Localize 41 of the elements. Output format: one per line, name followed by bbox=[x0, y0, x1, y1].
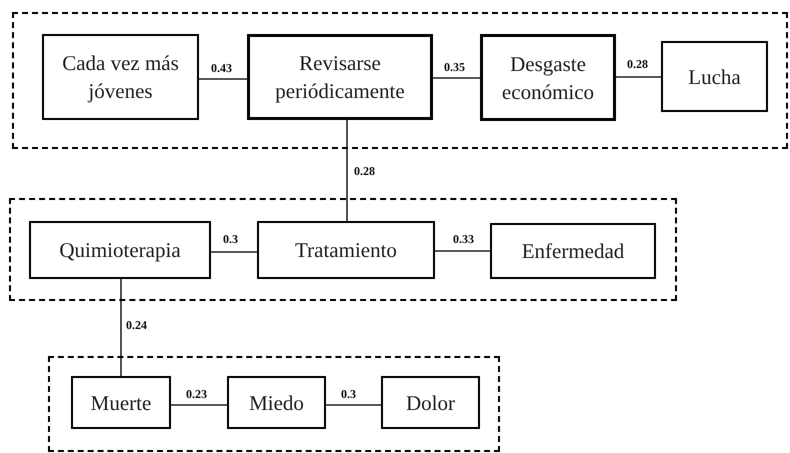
concept-label: Muerte bbox=[90, 390, 152, 416]
concept-label: Cada vez más jóvenes bbox=[61, 50, 180, 105]
concept-label: Miedo bbox=[249, 390, 304, 416]
concept-box bbox=[480, 34, 616, 121]
edge-label: 0.35 bbox=[443, 60, 466, 74]
concept-box bbox=[490, 223, 656, 279]
concept-box bbox=[29, 221, 211, 279]
concept-label: Revisarse periódicamente bbox=[274, 50, 406, 105]
connector-line bbox=[616, 76, 661, 78]
edge-label: 0.28 bbox=[626, 57, 649, 71]
concept-label: Dolor bbox=[406, 390, 455, 416]
concept-label: Desgaste económico bbox=[500, 50, 596, 106]
edge-label: 0.43 bbox=[210, 61, 233, 75]
edge-label: 0.24 bbox=[125, 318, 148, 332]
concept-box bbox=[42, 34, 199, 120]
concept-box bbox=[661, 41, 768, 112]
dashed-group-box bbox=[9, 198, 677, 301]
concept-label: Tratamiento bbox=[295, 237, 397, 264]
concept-box bbox=[381, 376, 480, 429]
concept-label: Quimioterapia bbox=[59, 237, 181, 264]
edge-label: 0.28 bbox=[353, 164, 376, 178]
concept-box bbox=[257, 221, 435, 279]
edge-label: 0.23 bbox=[185, 387, 208, 401]
dashed-group-box bbox=[48, 356, 500, 452]
connector-line bbox=[326, 404, 381, 406]
concept-box bbox=[247, 34, 433, 120]
connector-line bbox=[435, 250, 490, 252]
dashed-group-box bbox=[12, 12, 788, 149]
edge-label: 0.3 bbox=[340, 387, 357, 401]
edge-label: 0.33 bbox=[452, 232, 475, 246]
concept-label: Lucha bbox=[688, 64, 741, 90]
connector-line bbox=[346, 120, 348, 221]
connector-line bbox=[199, 78, 247, 80]
connector-line bbox=[120, 279, 122, 376]
connector-line bbox=[211, 251, 257, 253]
concept-label: Enfermedad bbox=[522, 238, 624, 265]
edge-label: 0.3 bbox=[222, 232, 239, 246]
connector-line bbox=[171, 404, 227, 406]
concept-box bbox=[227, 376, 326, 429]
concept-box bbox=[71, 376, 171, 429]
connector-line bbox=[433, 77, 480, 79]
